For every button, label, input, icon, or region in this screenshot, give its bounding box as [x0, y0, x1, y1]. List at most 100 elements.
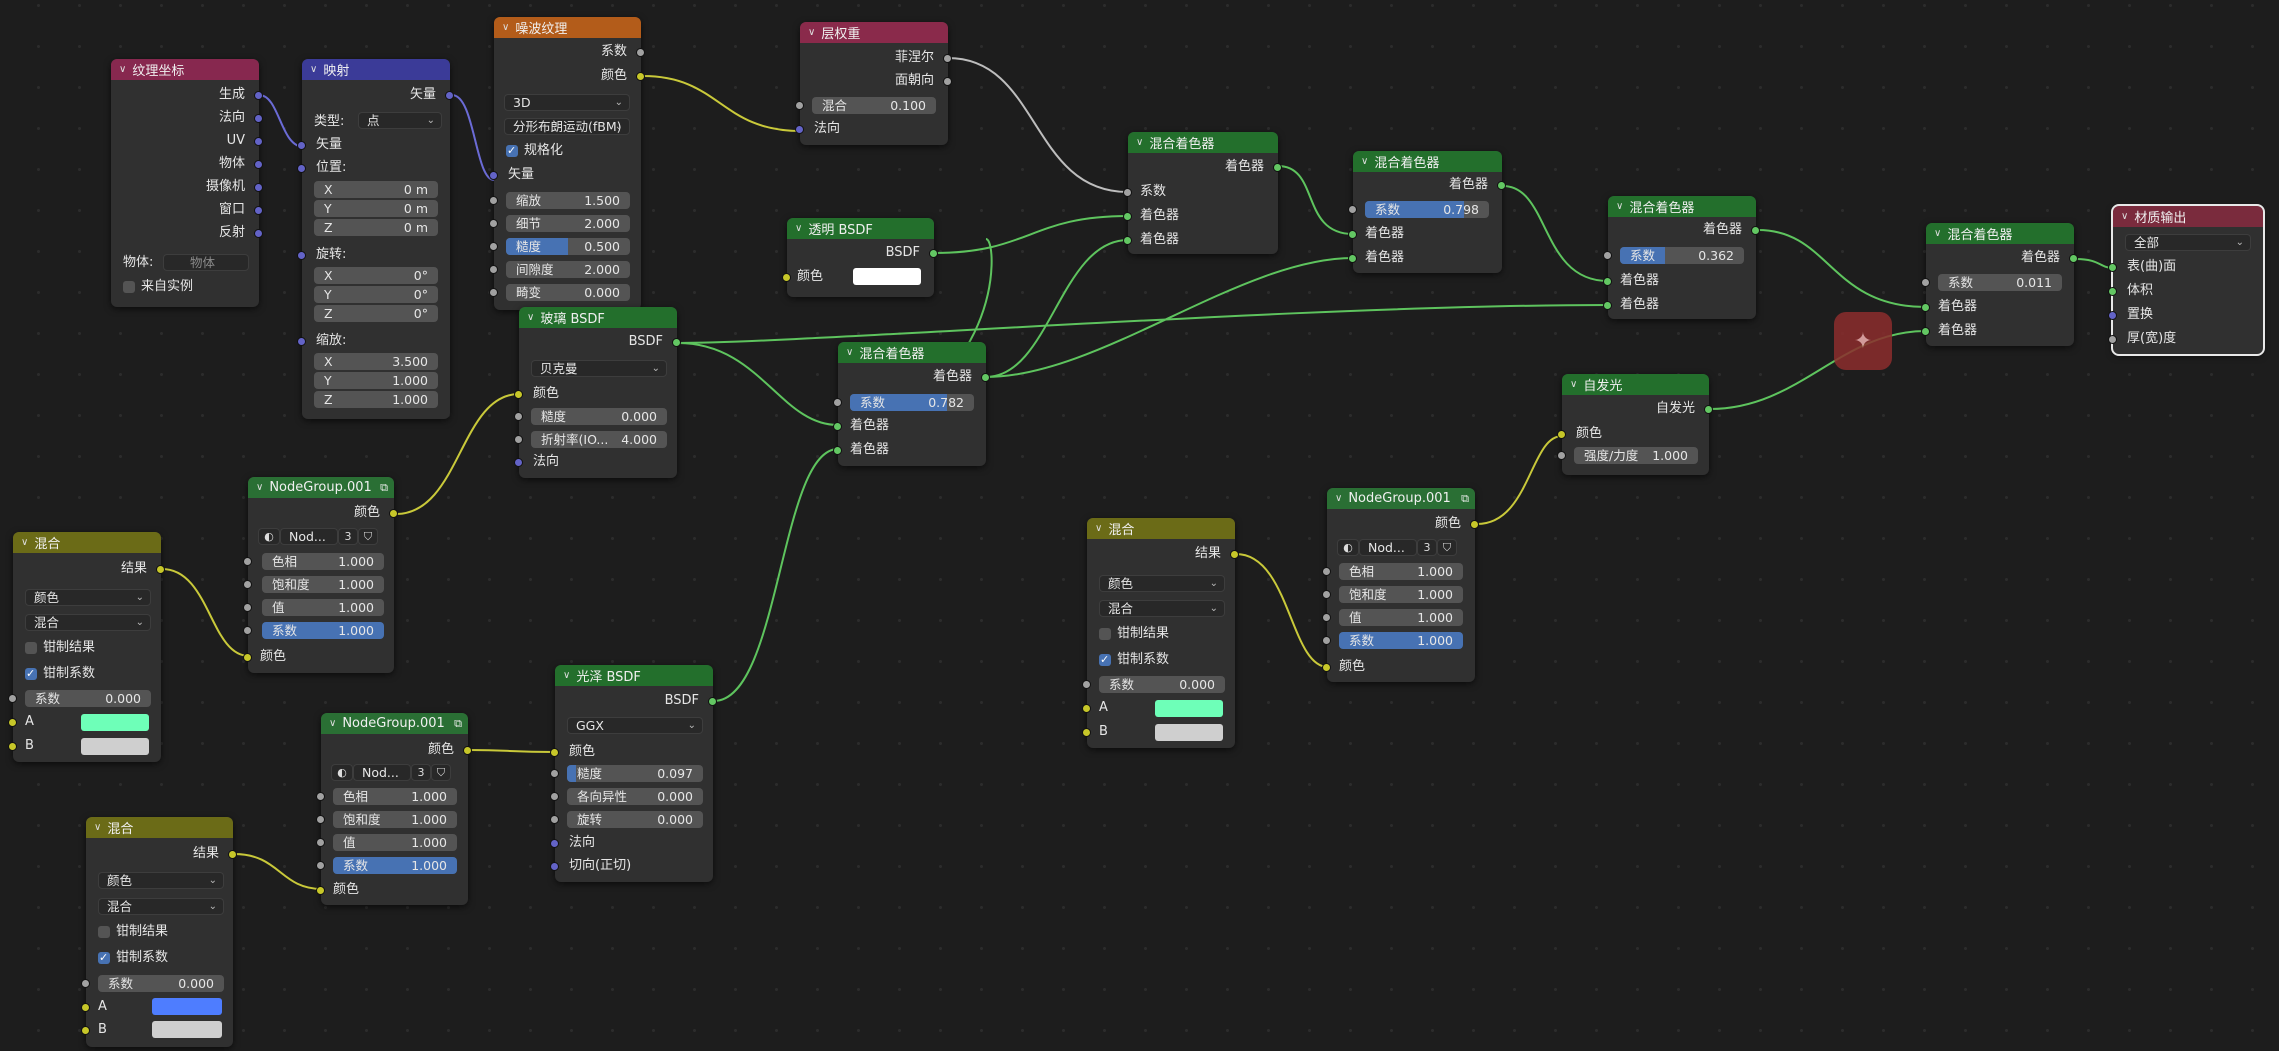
node-header[interactable]: ∨混合着色器	[1608, 196, 1756, 217]
chevron-down-icon[interactable]: ∨	[563, 670, 571, 681]
chevron-down-icon[interactable]: ∨	[1616, 201, 1624, 212]
chevron-down-icon[interactable]: ∨	[119, 64, 127, 75]
node-mix-color[interactable]: ∨混合 结果 颜色⌄ 混合⌄ 钳制结果 钳制系数 系数0.000 A B	[8, 532, 165, 762]
socket[interactable]	[489, 219, 498, 228]
socket[interactable]	[316, 861, 325, 870]
socket[interactable]	[550, 792, 559, 801]
socket[interactable]	[708, 697, 717, 706]
data-type-dropdown[interactable]: 颜色⌄	[1099, 575, 1225, 592]
magic-wand-icon[interactable]: ✦	[1834, 312, 1892, 370]
node-header[interactable]: ∨噪波纹理	[494, 17, 641, 38]
socket[interactable]	[489, 242, 498, 251]
node-header[interactable]: ∨混合	[1087, 518, 1235, 539]
chevron-down-icon[interactable]: ∨	[1361, 156, 1369, 167]
node-header[interactable]: ∨混合着色器	[838, 342, 986, 363]
noise-type-dropdown[interactable]: 分形布朗运动(fBM)⌄	[504, 118, 630, 135]
chevron-down-icon[interactable]: ∨	[1095, 523, 1103, 534]
socket[interactable]	[1704, 405, 1713, 414]
socket[interactable]	[550, 769, 559, 778]
color-a-swatch[interactable]	[152, 998, 222, 1015]
chevron-down-icon[interactable]: ∨	[1335, 493, 1343, 504]
socket[interactable]	[795, 125, 804, 134]
socket[interactable]	[1470, 520, 1479, 529]
node-header[interactable]: ∨混合	[86, 817, 233, 838]
checkbox-box[interactable]	[506, 143, 518, 159]
socket[interactable]	[1322, 663, 1331, 672]
socket[interactable]	[1557, 451, 1566, 460]
socket[interactable]	[981, 373, 990, 382]
dimension-dropdown[interactable]: 3D⌄	[504, 94, 630, 111]
node-tree-icon[interactable]: ◐	[258, 528, 280, 545]
socket[interactable]	[2108, 263, 2117, 272]
checkbox-box[interactable]	[1099, 652, 1111, 668]
node-header[interactable]: ∨NodeGroup.001⧉	[321, 713, 468, 734]
socket[interactable]	[550, 815, 559, 824]
socket[interactable]	[1123, 212, 1132, 221]
socket[interactable]	[550, 839, 559, 848]
node-header[interactable]: ∨玻璃 BSDF	[519, 307, 677, 328]
checkbox-box[interactable]	[98, 926, 110, 938]
socket[interactable]	[514, 458, 523, 467]
node-mix-color[interactable]: ∨混合 结果 颜色⌄ 混合⌄ 钳制结果 钳制系数 系数0.000 A B	[81, 817, 237, 1047]
chevron-down-icon[interactable]: ∨	[2121, 211, 2129, 222]
checkbox-box[interactable]	[1099, 628, 1111, 640]
normalize-checkbox[interactable]: 规格化	[506, 143, 563, 159]
chevron-down-icon[interactable]: ∨	[94, 822, 102, 833]
node-noise-texture[interactable]: ∨噪波纹理 系数 颜色 3D⌄ 分形布朗运动(fBM)⌄ 规格化 矢量 缩放1.…	[489, 17, 645, 310]
socket[interactable]	[254, 91, 263, 100]
socket[interactable]	[489, 265, 498, 274]
color-a-swatch[interactable]	[81, 714, 149, 731]
socket[interactable]	[833, 398, 842, 407]
chevron-down-icon[interactable]: ∨	[795, 223, 803, 234]
node-header[interactable]: ∨纹理坐标	[111, 59, 259, 80]
socket[interactable]	[254, 206, 263, 215]
socket[interactable]	[8, 718, 17, 727]
color-swatch[interactable]	[853, 268, 921, 285]
socket[interactable]	[1751, 226, 1760, 235]
clamp-factor-checkbox[interactable]: 钳制系数	[1099, 652, 1169, 668]
color-a-swatch[interactable]	[1155, 700, 1223, 717]
node-header[interactable]: ∨层权重	[800, 22, 948, 43]
socket[interactable]	[1322, 567, 1331, 576]
group-name[interactable]: Nod...	[1359, 539, 1417, 556]
socket[interactable]	[1603, 277, 1612, 286]
group-name[interactable]: Nod...	[353, 764, 411, 781]
group-name[interactable]: Nod...	[280, 528, 338, 545]
socket[interactable]	[1322, 590, 1331, 599]
shield-icon[interactable]: ⛉	[431, 764, 451, 781]
socket[interactable]	[2108, 335, 2117, 344]
socket[interactable]	[636, 72, 645, 81]
socket[interactable]	[1497, 181, 1506, 190]
socket[interactable]	[1921, 278, 1930, 287]
socket[interactable]	[514, 412, 523, 421]
node-header[interactable]: ∨映射	[302, 59, 450, 80]
node-header[interactable]: ∨NodeGroup.001⧉	[1327, 488, 1475, 509]
socket[interactable]	[316, 792, 325, 801]
distribution-dropdown[interactable]: GGX⌄	[567, 717, 703, 734]
socket[interactable]	[254, 160, 263, 169]
socket[interactable]	[156, 565, 165, 574]
